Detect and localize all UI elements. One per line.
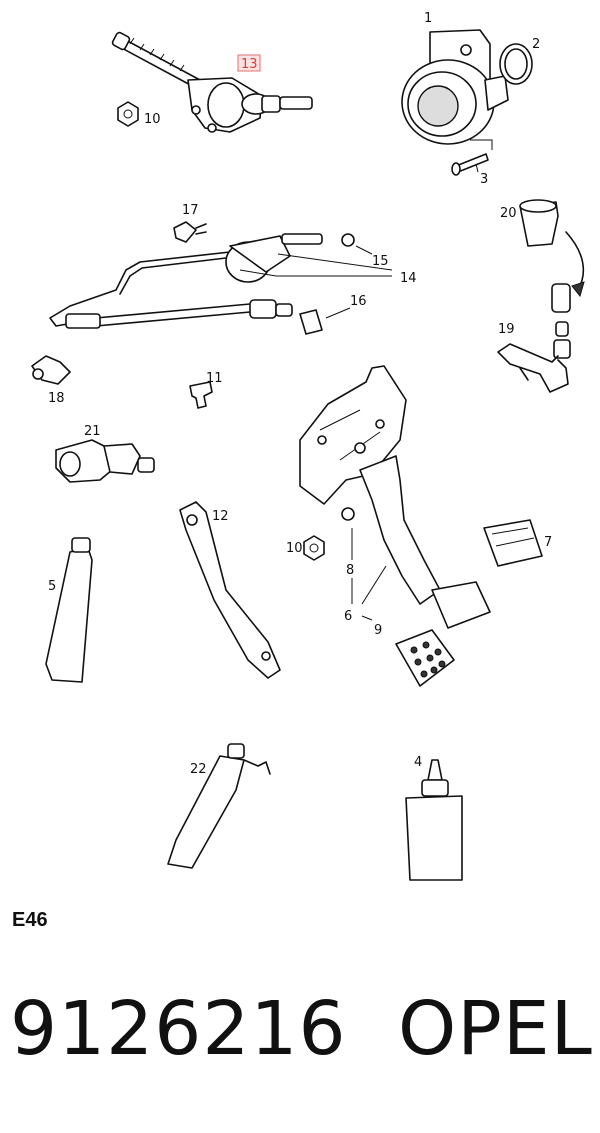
callout-4[interactable]: 4 xyxy=(414,755,422,770)
callout-15[interactable]: 15 xyxy=(372,254,389,269)
callout-21[interactable]: 21 xyxy=(84,424,101,439)
part-clip-18[interactable] xyxy=(31,355,71,385)
callout-6[interactable]: 6 xyxy=(344,609,352,624)
callout-5[interactable]: 5 xyxy=(48,579,56,594)
part-o-ring[interactable] xyxy=(499,43,533,85)
part-pedal-pad-7[interactable] xyxy=(483,519,543,567)
part-nut-middle[interactable] xyxy=(303,535,325,561)
callout-11[interactable]: 11 xyxy=(206,371,223,386)
part-clip-17[interactable] xyxy=(173,221,207,243)
callout-1[interactable]: 1 xyxy=(424,11,432,26)
callout-16[interactable]: 16 xyxy=(350,294,367,309)
callout-20[interactable]: 20 xyxy=(500,206,517,221)
parts-diagram: 1 2 3 4 5 6 7 8 9 10 10 11 12 14 15 16 1… xyxy=(31,11,585,881)
part-bolt-11[interactable] xyxy=(189,381,213,409)
part-tube-5[interactable] xyxy=(45,537,93,683)
callout-10-middle[interactable]: 10 xyxy=(286,541,303,556)
callout-8[interactable]: 8 xyxy=(346,563,354,578)
part-nut-top[interactable] xyxy=(117,101,139,127)
svg-text:13: 13 xyxy=(241,57,258,72)
part-screw[interactable] xyxy=(451,139,493,176)
part-connector-20[interactable] xyxy=(519,199,559,247)
part-slave-cylinder[interactable] xyxy=(401,29,509,145)
part-pedal-assembly[interactable] xyxy=(299,365,491,629)
callout-22[interactable]: 22 xyxy=(190,762,207,777)
callout-18[interactable]: 18 xyxy=(48,391,65,406)
part-number: 9126216 xyxy=(10,986,347,1072)
arrow-connector xyxy=(565,231,585,291)
brand-name: OPEL xyxy=(398,986,593,1072)
callout-7[interactable]: 7 xyxy=(544,535,552,550)
callout-13-selected[interactable]: 13 xyxy=(237,54,261,72)
callout-19[interactable]: 19 xyxy=(498,322,515,337)
callout-17[interactable]: 17 xyxy=(182,203,199,218)
part-bracket-12[interactable] xyxy=(179,501,281,679)
part-rubber-pad-9[interactable] xyxy=(395,629,455,687)
callout-10-top[interactable]: 10 xyxy=(144,112,161,127)
part-hydraulic-pipe[interactable] xyxy=(49,233,355,335)
callout-3[interactable]: 3 xyxy=(480,172,488,187)
part-hose-19[interactable] xyxy=(497,283,571,393)
callout-12[interactable]: 12 xyxy=(212,509,229,524)
part-elbow-21[interactable] xyxy=(55,439,155,483)
callout-9[interactable]: 9 xyxy=(374,623,382,638)
diagram-code: E46 xyxy=(12,909,48,931)
callout-14[interactable]: 14 xyxy=(400,271,417,286)
part-tube-22[interactable] xyxy=(167,743,271,869)
callout-2[interactable]: 2 xyxy=(532,37,540,52)
part-bottle-4[interactable] xyxy=(405,759,463,881)
part-master-cylinder[interactable] xyxy=(111,31,313,133)
